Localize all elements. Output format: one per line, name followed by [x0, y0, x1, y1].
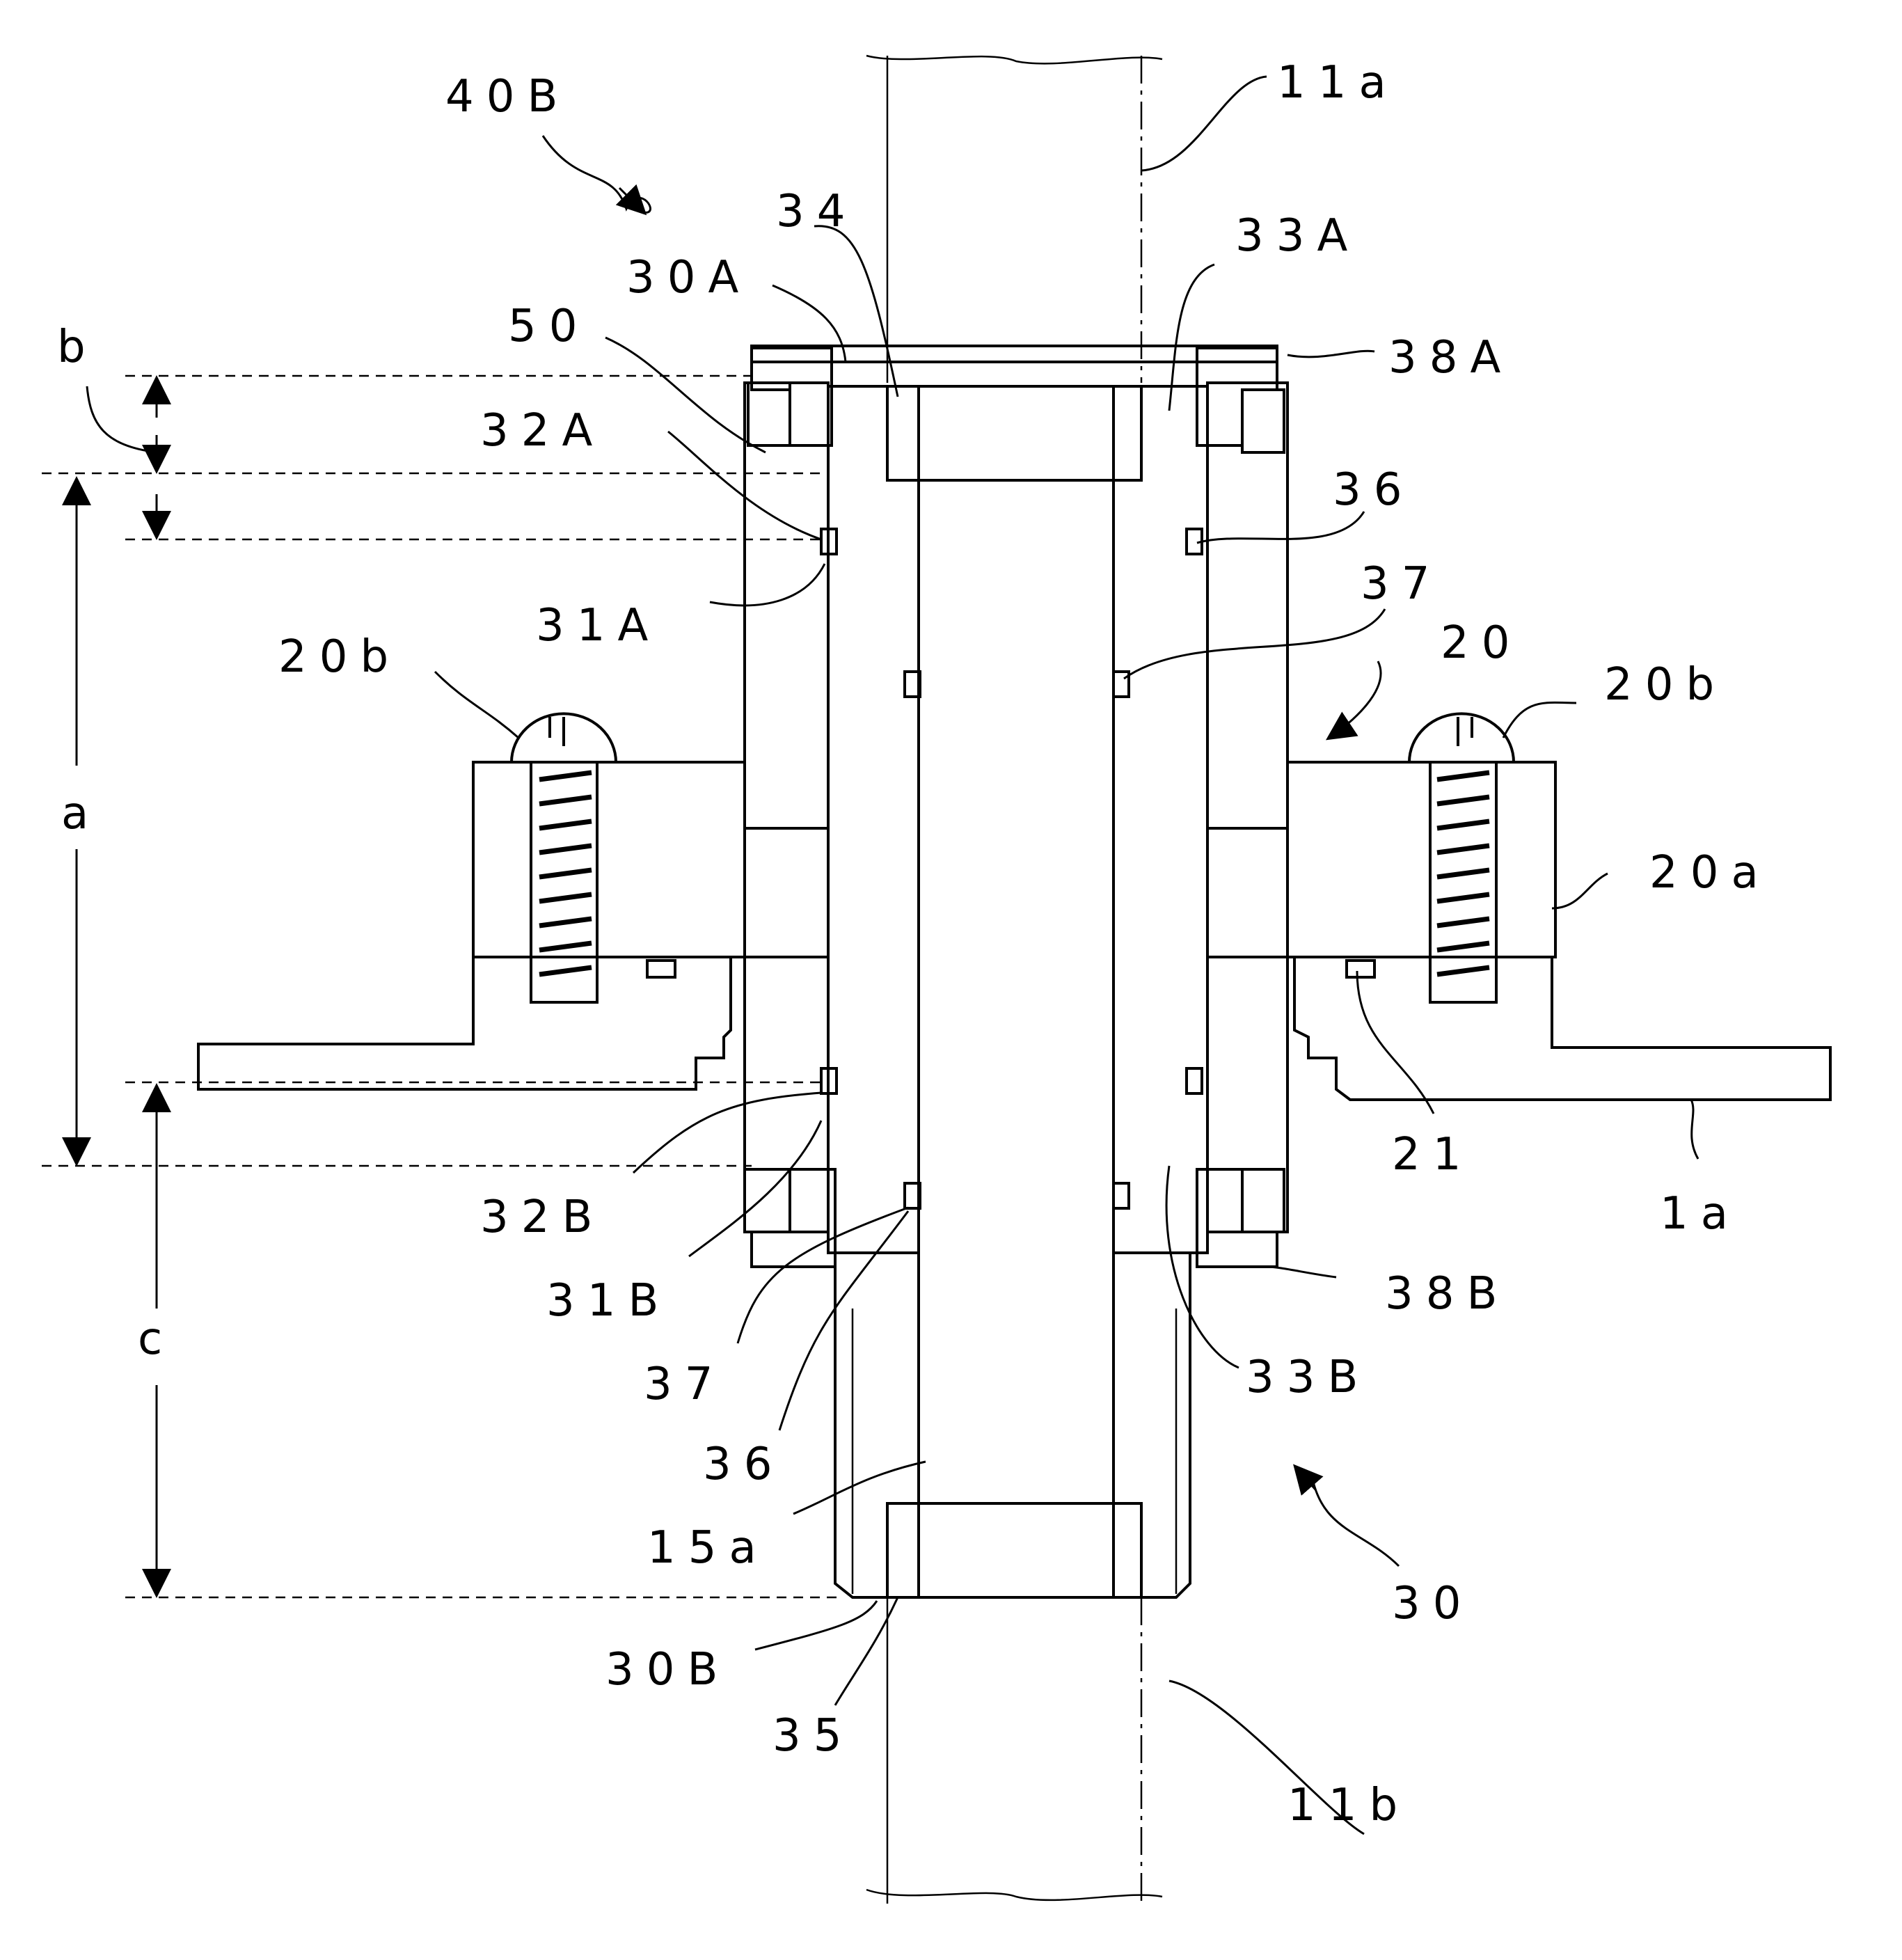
dimension-a-label: a	[61, 788, 88, 839]
label-15a: 15a	[647, 1522, 769, 1574]
tube-11	[866, 56, 1162, 1904]
label-21: 21	[1392, 1129, 1473, 1180]
label-33B: 33B	[1246, 1352, 1370, 1403]
label-1a: 1a	[1660, 1188, 1741, 1240]
label-36-top: 36	[1333, 464, 1414, 516]
o-rings	[647, 529, 1374, 1208]
label-20b-right: 20b	[1604, 659, 1727, 711]
label-30A: 30A	[626, 252, 751, 303]
core-15a	[919, 480, 1114, 1503]
label-20b-left: 20b	[278, 631, 401, 683]
label-34: 34	[776, 186, 857, 237]
label-11b: 11b	[1287, 1780, 1410, 1831]
label-38A: 38A	[1388, 332, 1513, 384]
label-33A: 33A	[1235, 210, 1360, 262]
bolt-20b-left	[512, 713, 616, 1002]
dimension-c-label: c	[138, 1313, 162, 1365]
label-31A: 31A	[536, 600, 660, 651]
label-11a: 11a	[1277, 57, 1399, 109]
reference-labels: 40B 11a 34 30A 33A 50 38A 32A 36 37 31A …	[278, 57, 1771, 1831]
label-30B: 30B	[605, 1644, 730, 1696]
label-35: 35	[772, 1710, 854, 1762]
label-20: 20	[1441, 617, 1522, 669]
label-30: 30	[1392, 1578, 1473, 1629]
label-40B: 40B	[445, 71, 570, 122]
base-plate-1a	[198, 957, 1830, 1100]
label-37-bot: 37	[644, 1359, 725, 1410]
label-32A: 32A	[480, 405, 605, 457]
dimension-b-label: b	[57, 322, 86, 373]
dimension-lines	[42, 376, 842, 1597]
label-31B: 31B	[546, 1275, 671, 1327]
bolt-20b-right	[1409, 713, 1514, 1002]
rotor-30	[828, 386, 1207, 1597]
label-36-bot: 36	[703, 1439, 784, 1490]
label-32B: 32B	[480, 1192, 605, 1243]
plug-35	[887, 1503, 1141, 1597]
label-38B: 38B	[1385, 1268, 1509, 1320]
plug-34	[887, 386, 1141, 480]
dimension-letters: b a c	[57, 322, 162, 1365]
label-50: 50	[508, 301, 589, 352]
label-20a: 20a	[1649, 847, 1771, 899]
label-37-top: 37	[1361, 558, 1442, 610]
